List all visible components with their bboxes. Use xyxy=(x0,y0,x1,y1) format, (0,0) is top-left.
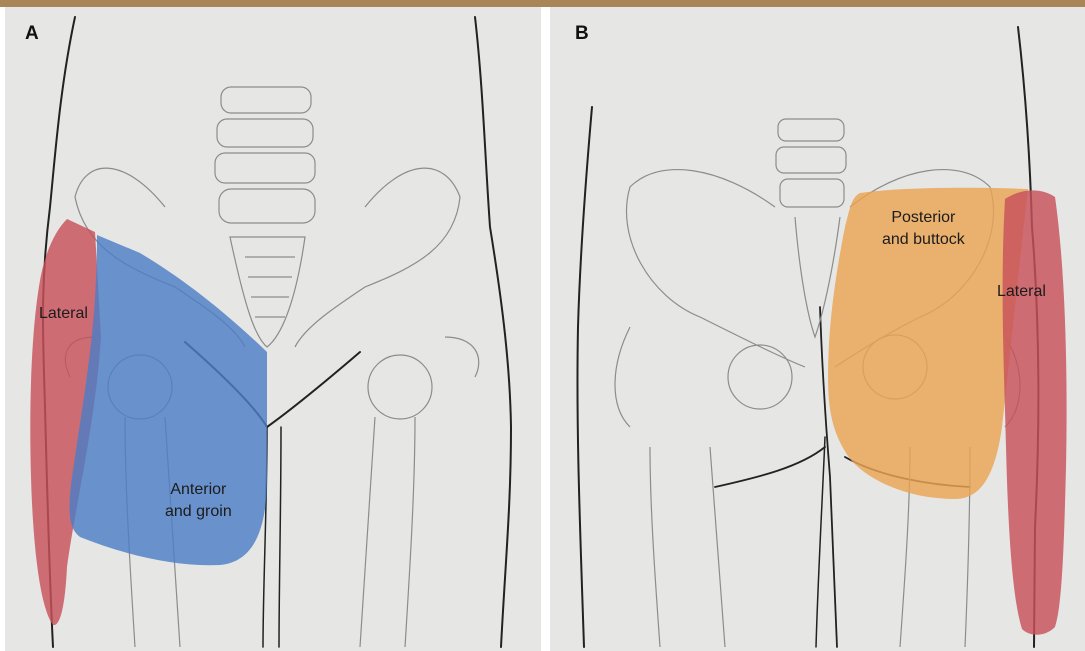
label-line: Lateral xyxy=(997,281,1046,303)
lateral-region-right xyxy=(1003,190,1067,634)
panel-label-a: A xyxy=(25,23,39,45)
region-label-posterior-buttock: Posterior and buttock xyxy=(882,207,965,251)
region-label-lateral-a: Lateral xyxy=(39,303,88,325)
body-outline-right xyxy=(475,17,511,647)
top-frame-bar xyxy=(0,0,1085,7)
label-line: Lateral xyxy=(39,303,88,325)
label-line: Posterior xyxy=(882,207,965,229)
gluteal-cleft-2 xyxy=(816,437,825,647)
gluteal-fold-left xyxy=(715,447,825,487)
panel-label-b: B xyxy=(575,23,589,45)
body-outline-left xyxy=(577,107,592,647)
label-line: and buttock xyxy=(882,229,965,251)
inner-leg-right xyxy=(279,427,281,647)
label-line: and groin xyxy=(165,501,232,523)
region-label-lateral-b: Lateral xyxy=(997,281,1046,303)
label-line: Anterior xyxy=(165,479,232,501)
panel-b-posterior-view: B Posterior and buttock Lateral xyxy=(550,7,1085,651)
anterior-hip-illustration xyxy=(5,7,541,651)
panel-a-anterior-view: A Lateral Anterior and groin xyxy=(5,7,541,651)
region-label-anterior-groin: Anterior and groin xyxy=(165,479,232,523)
posterior-hip-illustration xyxy=(550,7,1085,651)
